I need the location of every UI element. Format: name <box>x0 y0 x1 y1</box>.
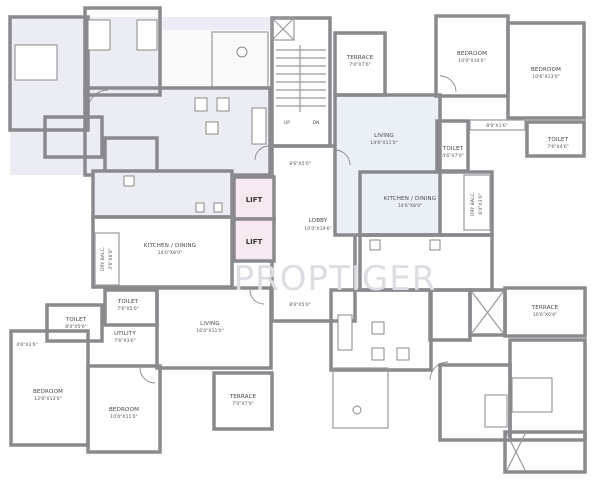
core: UP DN 8'6"X5'0" LOBBY 10'0"X19'6" 8'6"X5… <box>232 16 357 323</box>
bedroom-left-2-size: 10'0"X11'0" <box>110 414 137 420</box>
kitchen-left-size: 14'0"X8'0" <box>158 250 183 256</box>
dry-balc-right-size: 6'0"X3'6" <box>478 193 484 215</box>
terrace-right-top-size: 7'0"X7'6" <box>349 62 371 68</box>
bed-icon <box>484 394 508 428</box>
bedroom-right-2-name: BEDROOM <box>531 67 561 73</box>
utility-size: 7'6"X3'6" <box>114 338 136 344</box>
bedroom-left-1-name: BEDROOM <box>33 389 63 395</box>
chair-icon <box>369 239 381 251</box>
bed-icon <box>14 44 58 81</box>
toilet-right-1-name: TOILET <box>442 146 464 152</box>
chair-icon <box>396 347 410 361</box>
bed-icon <box>511 377 553 413</box>
chair-icon <box>194 97 208 112</box>
dry-balc-left-name: DRY BALC. <box>100 247 106 271</box>
kitchen-right-name: KITCHEN / DINING <box>384 196 436 202</box>
dry-balc-left-size: 3'6"X6'0" <box>108 248 114 270</box>
bathroom-right-bottom <box>503 430 587 474</box>
living-right-name: LIVING <box>374 133 394 139</box>
passage-bottom-size: 8'6"X5'0" <box>289 302 311 308</box>
toilet-right-1-size: 4'6"X7'0" <box>442 153 464 159</box>
lift-1-label: LIFT <box>246 196 263 204</box>
niche-size: 4'6"X2'6" <box>16 342 38 348</box>
bedroom-right-1-size: 10'0"X10'0" <box>458 58 485 64</box>
bedroom-right-2 <box>506 21 586 120</box>
utility-name: UTILITY <box>114 331 136 337</box>
chair-icon <box>213 202 223 213</box>
dry-balcony-right <box>463 174 491 231</box>
right-bottom-unit: TERRACE 10'6"X6'6" <box>329 233 587 474</box>
bedroom-left-1 <box>9 329 90 447</box>
bedroom-right-2-size: 10'6"X13'0" <box>532 74 559 80</box>
left-bottom-unit: KITCHEN / DINING 14'0"X8'0" DRY BALC. 3'… <box>9 169 274 454</box>
living-left <box>155 286 273 370</box>
bedroom-left-2-name: BEDROOM <box>109 407 139 413</box>
terrace-left-bottom <box>212 371 274 431</box>
toilet-right-2-size: 7'6"X4'6" <box>547 144 569 150</box>
toilet-right-2-name: TOILET <box>547 137 569 143</box>
toilet-left-2 <box>45 303 104 343</box>
kitchen-right-size: 14'6"X8'0" <box>398 203 423 209</box>
toilet-left-top <box>43 115 104 159</box>
bed-icon <box>136 19 158 51</box>
chair-icon <box>216 97 230 112</box>
passage-right <box>469 119 526 131</box>
chair-icon <box>195 202 205 213</box>
bedroom-right-1-name: BEDROOM <box>457 51 487 57</box>
terrace-right-bottom-name: TERRACE <box>531 305 559 311</box>
toilet-left-1-size: 7'6"X5'0" <box>117 306 139 312</box>
terrace-left-size: 7'0"X7'0" <box>232 401 254 407</box>
passage-top-size: 8'6"X5'0" <box>289 161 311 167</box>
living-left-name: LIVING <box>200 321 220 327</box>
bed-icon <box>87 19 111 51</box>
stair-up-label: UP <box>284 120 290 126</box>
terrace-left-name: TERRACE <box>229 394 257 400</box>
sofa-icon <box>337 314 353 351</box>
toilet-right-2 <box>525 120 586 158</box>
living-right-size: 14'6"X11'0" <box>370 140 397 146</box>
terrace-right-bottom-size: 10'6"X6'6" <box>533 312 558 318</box>
stove-icon <box>429 239 441 251</box>
lift-2 <box>232 217 276 263</box>
table-icon <box>236 46 248 58</box>
stair-down-label: DN <box>313 120 320 126</box>
kitchen-left-name: KITCHEN / DINING <box>144 243 196 249</box>
stove-icon <box>123 175 135 187</box>
table-icon <box>352 405 362 415</box>
sofa-icon <box>251 107 267 145</box>
toilet-left-2-name: TOILET <box>65 317 87 323</box>
terrace-right-top-name: TERRACE <box>346 55 374 61</box>
toilet-left-1-name: TOILET <box>117 299 139 305</box>
watermark: PROPTIGER <box>234 259 437 299</box>
master-bedroom-left-top <box>8 15 90 132</box>
lobby-size: 10'0"X19'6" <box>304 226 331 232</box>
bedroom-left-1-size: 12'6"X13'0" <box>34 396 61 402</box>
living-left-size: 16'0"X11'0" <box>196 328 223 334</box>
right-top-unit: TERRACE 7'0"X7'6" BEDROOM 10'0"X10'0" BE… <box>333 14 586 237</box>
bedroom-left-2 <box>86 364 162 454</box>
toilet-left-2-size: 8'0"X5'0" <box>65 324 87 330</box>
terrace-right-bottom <box>503 286 587 338</box>
dry-balcony-left <box>94 232 120 286</box>
kitchen-left-bottom-upper <box>91 169 234 219</box>
table-icon <box>371 321 385 335</box>
chair-icon <box>371 347 385 361</box>
terrace-right-bottom-left <box>332 367 389 429</box>
bedroom-right-bottom-2 <box>508 338 587 442</box>
lift-2-label: LIFT <box>246 238 263 246</box>
dry-balc-right-name: DRY BALC. <box>470 192 476 216</box>
lobby-name: LOBBY <box>309 218 328 224</box>
passage-right-size: 8'0"X1'6" <box>486 123 508 129</box>
kids-bedroom-left-top <box>83 6 162 97</box>
table-icon <box>205 121 219 135</box>
left-top-unit <box>8 6 272 177</box>
